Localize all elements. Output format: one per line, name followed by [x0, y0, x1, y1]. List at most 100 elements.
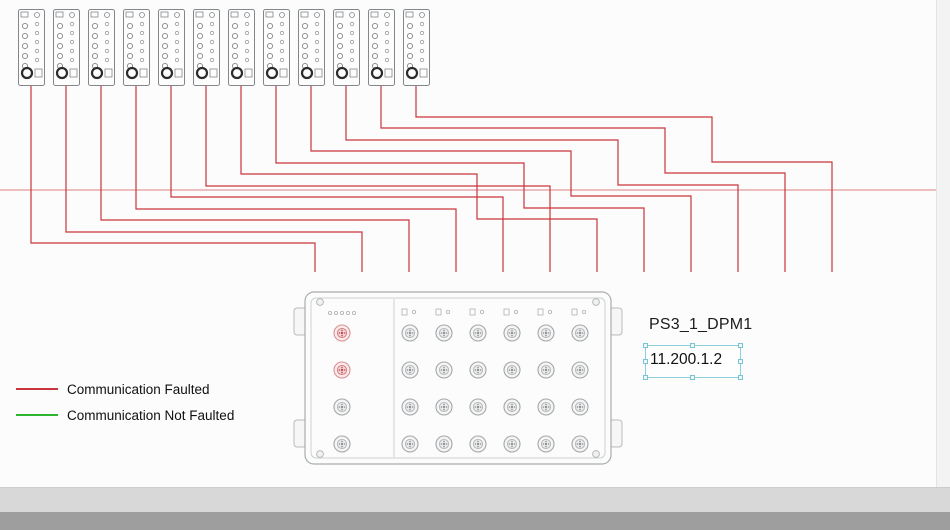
connector-center-pin: [510, 442, 514, 446]
module-port: [336, 22, 344, 30]
connector[interactable]: [537, 435, 555, 453]
connector-pin: [443, 329, 445, 332]
connector[interactable]: [435, 398, 453, 416]
selection-handle[interactable]: [690, 375, 695, 380]
module-port: [56, 32, 64, 40]
selection-handle[interactable]: [643, 375, 648, 380]
module-main-connector: [265, 66, 279, 80]
module-top-icon: [125, 11, 134, 18]
io-module[interactable]: [228, 9, 255, 86]
module-led: [349, 39, 355, 45]
module-port: [406, 32, 414, 40]
connector[interactable]: [435, 324, 453, 342]
connector[interactable]: [537, 361, 555, 379]
connector-pin: [411, 406, 414, 408]
io-module[interactable]: [193, 9, 220, 86]
connector-pin: [443, 408, 445, 411]
connector-pin: [440, 406, 443, 408]
module-led: [279, 57, 285, 63]
connector[interactable]: [435, 361, 453, 379]
connector[interactable]: [333, 398, 351, 416]
connector[interactable]: [503, 361, 521, 379]
connector-center-pin: [442, 368, 446, 372]
selection-handle[interactable]: [643, 343, 648, 348]
module-main-connector: [160, 66, 174, 80]
connector-faulted[interactable]: [333, 361, 351, 379]
io-module[interactable]: [158, 9, 185, 86]
connector[interactable]: [469, 324, 487, 342]
selection-handle[interactable]: [643, 358, 648, 364]
connector[interactable]: [435, 435, 453, 453]
connector[interactable]: [571, 398, 589, 416]
connector-pin: [576, 406, 579, 408]
io-module[interactable]: [333, 9, 360, 86]
module-port: [196, 42, 204, 50]
dpm-device[interactable]: [293, 291, 623, 465]
selection-handle[interactable]: [738, 358, 743, 364]
connector-pin: [406, 369, 409, 371]
connector[interactable]: [503, 324, 521, 342]
connector[interactable]: [503, 435, 521, 453]
io-module[interactable]: [263, 9, 290, 86]
connector[interactable]: [401, 398, 419, 416]
module-main-connector: [230, 66, 244, 80]
io-module[interactable]: [18, 9, 45, 86]
module-led: [419, 30, 425, 36]
module-led: [174, 48, 180, 54]
connector-pin: [579, 440, 581, 443]
module-port: [231, 22, 239, 30]
connector-pin: [542, 369, 545, 371]
selection-handle[interactable]: [738, 343, 743, 348]
connector-pin: [341, 445, 343, 448]
connector[interactable]: [401, 324, 419, 342]
connector-pin: [542, 406, 545, 408]
io-module[interactable]: [53, 9, 80, 86]
connector[interactable]: [333, 435, 351, 453]
legend-label-faulted: Communication Faulted: [67, 381, 210, 397]
io-module[interactable]: [368, 9, 395, 86]
io-module[interactable]: [298, 9, 325, 86]
module-led: [69, 30, 75, 36]
module-bottom-block: [384, 68, 393, 78]
wire: [135, 86, 457, 272]
device-face: [310, 297, 606, 459]
module-top-icon: [90, 11, 99, 18]
module-led: [209, 57, 215, 63]
wire: [65, 86, 363, 272]
connector-pin: [477, 366, 479, 369]
bottom-bar: [0, 512, 950, 530]
connector-center-pin: [578, 331, 582, 335]
connector-faulted[interactable]: [333, 324, 351, 342]
module-top-icon: [405, 11, 414, 18]
connector[interactable]: [503, 398, 521, 416]
connector[interactable]: [537, 398, 555, 416]
module-led: [244, 39, 250, 45]
connector[interactable]: [401, 435, 419, 453]
connector[interactable]: [571, 324, 589, 342]
connector-pin: [545, 366, 547, 369]
io-module[interactable]: [403, 9, 430, 86]
connector-center-pin: [408, 405, 412, 409]
connector[interactable]: [537, 324, 555, 342]
selection-handle[interactable]: [738, 375, 743, 380]
connector-pin: [477, 329, 479, 332]
module-port: [301, 22, 309, 30]
connector-pin: [508, 406, 511, 408]
connector[interactable]: [401, 361, 419, 379]
io-module[interactable]: [123, 9, 150, 86]
module-port: [56, 22, 64, 30]
connector-pin: [545, 403, 547, 406]
connector[interactable]: [571, 361, 589, 379]
selection-handle[interactable]: [690, 343, 695, 348]
wire: [205, 86, 551, 272]
connector[interactable]: [469, 361, 487, 379]
connector[interactable]: [571, 435, 589, 453]
connector-pin: [477, 440, 479, 443]
connector[interactable]: [469, 398, 487, 416]
ip-textbox[interactable]: 11.200.1.2: [643, 343, 743, 380]
io-module[interactable]: [88, 9, 115, 86]
connector-pin: [513, 332, 516, 334]
module-main-connector: [125, 66, 139, 80]
connector-pin: [338, 332, 341, 334]
connector[interactable]: [469, 435, 487, 453]
